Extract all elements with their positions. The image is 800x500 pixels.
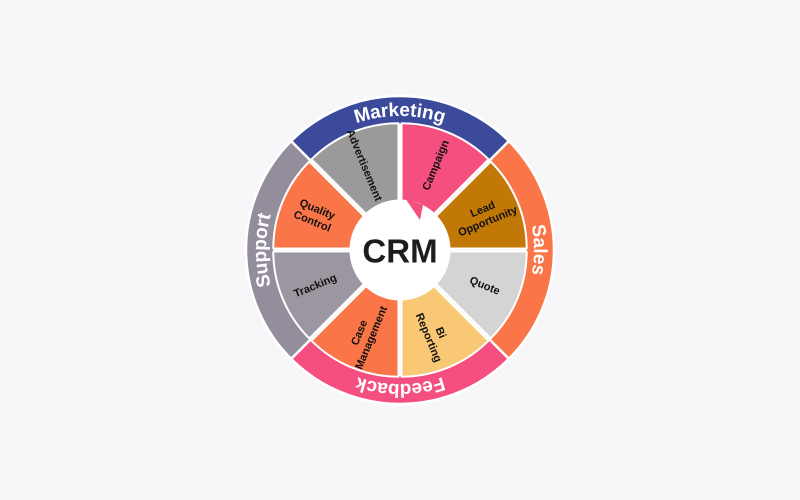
ring-label-sales: Sales [527, 223, 550, 277]
center-hub: CRM [349, 198, 451, 301]
center-label: CRM [362, 233, 437, 270]
pointer-icon [405, 198, 423, 220]
center-circle [349, 199, 451, 301]
